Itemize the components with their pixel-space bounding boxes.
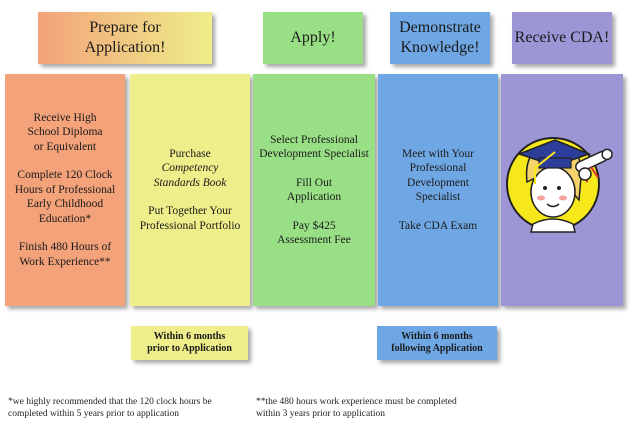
purchase-portfolio: Put Together Your Professional Portfolio [139, 205, 241, 232]
note-before-application: Within 6 months prior to Application [131, 326, 248, 360]
purchase-label: Purchase [169, 147, 211, 160]
prepare-diploma: Receive High School Diploma or Equivalen… [27, 111, 103, 153]
note-before-text: Within 6 months prior to Application [147, 331, 232, 354]
header-receive-label: Receive CDA! [514, 29, 610, 46]
column-demonstrate: Meet with Your Professional Development … [378, 74, 498, 306]
header-prepare-label: Prepare for Application! [84, 19, 166, 56]
footnote-clock-hours: *we highly recommended that the 120 cloc… [8, 397, 212, 419]
header-prepare: Prepare for Application! [38, 12, 212, 64]
apply-fill-out: Fill Out Application [286, 176, 342, 204]
face-shape [530, 166, 576, 218]
right-cheek [559, 195, 567, 201]
smile-mouth [546, 203, 560, 208]
note-after-text: Within 6 months following Application [391, 331, 483, 354]
demonstrate-meet-specialist: Meet with Your Professional Development … [402, 147, 474, 204]
column-prepare: Receive High School Diploma or Equivalen… [5, 74, 125, 306]
competency-book-title: Competency Standards Book [153, 162, 227, 189]
apply-select-specialist: Select Professional Development Speciali… [259, 133, 369, 161]
column-purchase: Purchase Competency Standards Book Put T… [130, 74, 250, 306]
footnote-work-experience: **the 480 hours work experience must be … [256, 397, 457, 419]
column-apply: Select Professional Development Speciali… [253, 74, 375, 306]
graduation-cap-base [538, 157, 572, 169]
demonstrate-take-exam: Take CDA Exam [398, 219, 478, 232]
apply-pay-fee: Pay $425 Assessment Fee [277, 219, 351, 247]
prepare-work-experience: Finish 480 Hours of Work Experience** [18, 241, 112, 268]
left-eye [543, 186, 547, 190]
cap-tassel [534, 151, 556, 184]
header-receive: Receive CDA! [512, 12, 612, 64]
body-shape [530, 218, 576, 233]
right-eye [557, 186, 561, 190]
prepare-clock-hours: Complete 120 Clock Hours of Professional… [14, 169, 116, 225]
left-cheek [537, 195, 545, 201]
note-after-application: Within 6 months following Application [377, 326, 497, 360]
header-demonstrate-label: Demonstrate Knowledge! [399, 19, 481, 56]
graduate-illustration [506, 137, 613, 233]
hand-shape [578, 167, 592, 181]
header-apply: Apply! [263, 12, 363, 64]
purchase-book: Purchase Competency Standards Book [138, 147, 242, 191]
header-apply-label: Apply! [290, 29, 336, 46]
column-receive [501, 74, 623, 306]
header-demonstrate: Demonstrate Knowledge! [390, 12, 490, 64]
